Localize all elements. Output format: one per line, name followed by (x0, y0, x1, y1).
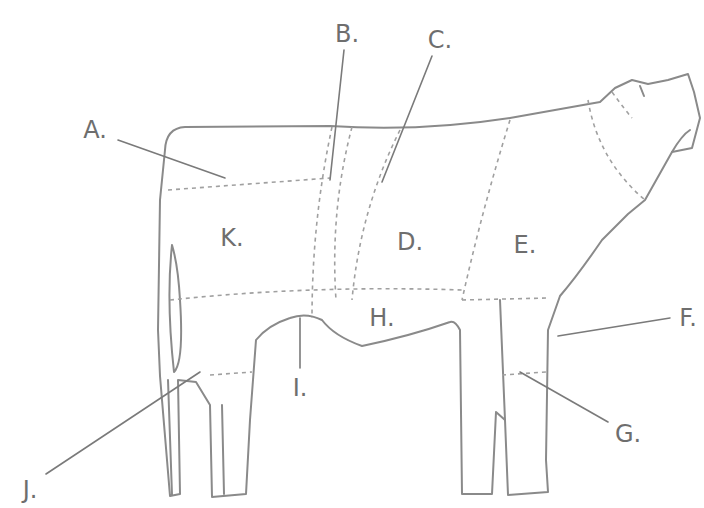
cow-outline (158, 74, 700, 497)
part-letter: K. (220, 226, 243, 250)
part-letter: E. (514, 233, 537, 257)
part-letter: H. (369, 306, 394, 330)
part-letter: J. (23, 478, 38, 502)
part-letter: I. (293, 376, 308, 400)
part-letter: C. (428, 28, 452, 52)
cut-line (588, 100, 645, 200)
part-letter: D. (397, 230, 423, 254)
part-letter: G. (615, 422, 641, 446)
leader-line (118, 140, 225, 178)
part-letter: F. (679, 306, 697, 330)
leader-line (382, 56, 432, 182)
cut-line (210, 372, 546, 375)
part-letter: B. (335, 22, 359, 46)
leader-line (558, 318, 670, 336)
cut-line (462, 120, 510, 300)
cut-line (168, 178, 330, 190)
leg-line (168, 300, 505, 495)
leader-line (330, 50, 344, 180)
part-letter: A. (83, 118, 107, 142)
leader-line (299, 318, 301, 368)
cow-tail (169, 245, 181, 372)
leader-line (46, 372, 200, 474)
cut-line (335, 127, 352, 300)
leader-line (520, 372, 608, 422)
head-detail (640, 86, 690, 152)
cut-line (170, 289, 462, 300)
cut-line (462, 298, 548, 300)
cut-line (612, 92, 632, 118)
